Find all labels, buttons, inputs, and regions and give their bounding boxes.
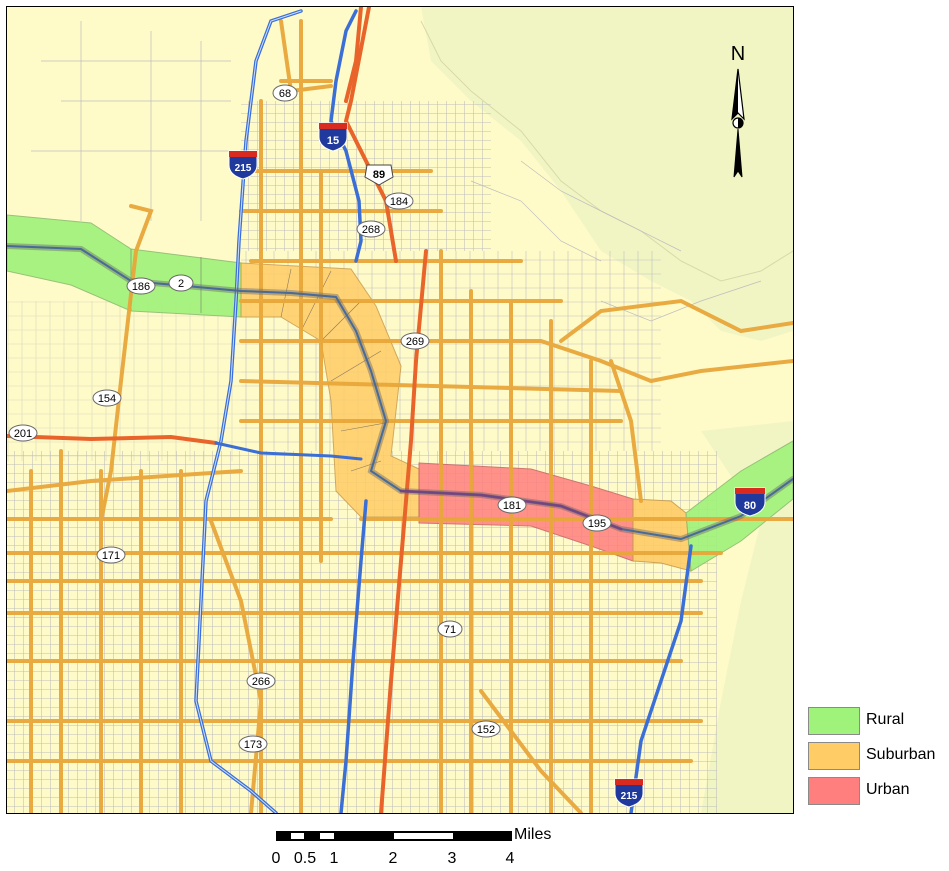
rural-roads-northwest (31, 21, 231, 221)
svg-text:152: 152 (477, 724, 495, 736)
scale-tick-3: 3 (447, 850, 457, 867)
svg-text:215: 215 (235, 163, 252, 174)
scale-tick-0: 0 (271, 850, 281, 867)
svg-text:186: 186 (132, 281, 150, 293)
route-71-shield[interactable]: 71 (437, 620, 463, 638)
north-label: N (730, 43, 746, 65)
route-186-shield[interactable]: 186 (126, 277, 156, 295)
svg-text:80: 80 (744, 500, 756, 512)
svg-text:269: 269 (406, 336, 424, 348)
svg-text:154: 154 (98, 393, 116, 405)
route-152-shield[interactable]: 152 (471, 720, 501, 738)
svg-text:181: 181 (503, 500, 521, 512)
svg-text:268: 268 (362, 224, 380, 236)
route-68-shield[interactable]: 68 (272, 84, 298, 102)
svg-text:201: 201 (14, 428, 32, 440)
arterial-roads (7, 19, 793, 813)
scale-tick-4: 4 (505, 850, 515, 867)
legend-swatch-suburban (808, 742, 860, 770)
legend-item-suburban[interactable]: Suburban (808, 742, 948, 772)
map-frame[interactable]: 68 186 2 154 201 171 (6, 6, 794, 814)
scale-tick-0-5: 0.5 (293, 850, 317, 867)
route-266-shield[interactable]: 266 (246, 672, 276, 690)
interstate-15-shield[interactable]: 15 (318, 122, 348, 152)
svg-text:89: 89 (373, 169, 385, 181)
canyon-roads (470, 160, 762, 322)
map-canvas[interactable]: 68 186 2 154 201 171 (7, 7, 793, 813)
legend-item-rural[interactable]: Rural (808, 707, 948, 737)
svg-text:215: 215 (621, 791, 638, 802)
scale-bar-graphic (276, 831, 512, 841)
legend-label-urban: Urban (866, 781, 910, 798)
legend-swatch-rural (808, 707, 860, 735)
svg-text:71: 71 (444, 624, 456, 636)
legend-label-rural: Rural (866, 711, 905, 728)
route-shields: 68 186 2 154 201 171 (8, 84, 766, 808)
svg-text:195: 195 (588, 518, 606, 530)
scale-tick-2: 2 (388, 850, 398, 867)
legend-label-suburban: Suburban (866, 746, 936, 763)
route-154-shield[interactable]: 154 (92, 389, 122, 407)
legend-swatch-urban (808, 777, 860, 805)
us-89-shield[interactable]: 89 (364, 164, 394, 186)
street-grid-west (7, 301, 241, 461)
interstate-215-shield-north[interactable]: 215 (228, 150, 258, 180)
scale-tick-1: 1 (329, 850, 339, 867)
route-201-shield[interactable]: 201 (8, 424, 38, 442)
north-arrow: N (720, 43, 756, 185)
svg-text:2: 2 (178, 278, 184, 290)
svg-text:171: 171 (102, 550, 120, 562)
route-268-shield[interactable]: 268 (356, 220, 386, 238)
svg-text:173: 173 (244, 739, 262, 751)
route-184-shield[interactable]: 184 (384, 192, 414, 210)
route-181-shield[interactable]: 181 (497, 496, 527, 514)
route-269-shield[interactable]: 269 (400, 332, 430, 350)
route-171-shield[interactable]: 171 (96, 546, 126, 564)
interstate-80-shield[interactable]: 80 (734, 487, 766, 517)
interstate-215-shield-south[interactable]: 215 (614, 778, 644, 808)
scale-bar: 0 0.5 1 2 3 4 Miles (270, 824, 570, 871)
north-arrow-icon (731, 68, 745, 178)
svg-text:184: 184 (390, 196, 408, 208)
foothills-area (421, 7, 793, 341)
svg-text:15: 15 (327, 135, 339, 147)
svg-text:68: 68 (279, 88, 291, 100)
route-195-shield[interactable]: 195 (582, 514, 612, 532)
legend-item-urban[interactable]: Urban (808, 777, 948, 807)
route-173-shield[interactable]: 173 (238, 735, 268, 753)
svg-text:266: 266 (252, 676, 270, 688)
route-2-shield[interactable]: 2 (168, 274, 194, 292)
scale-units-label: Miles (514, 826, 552, 843)
